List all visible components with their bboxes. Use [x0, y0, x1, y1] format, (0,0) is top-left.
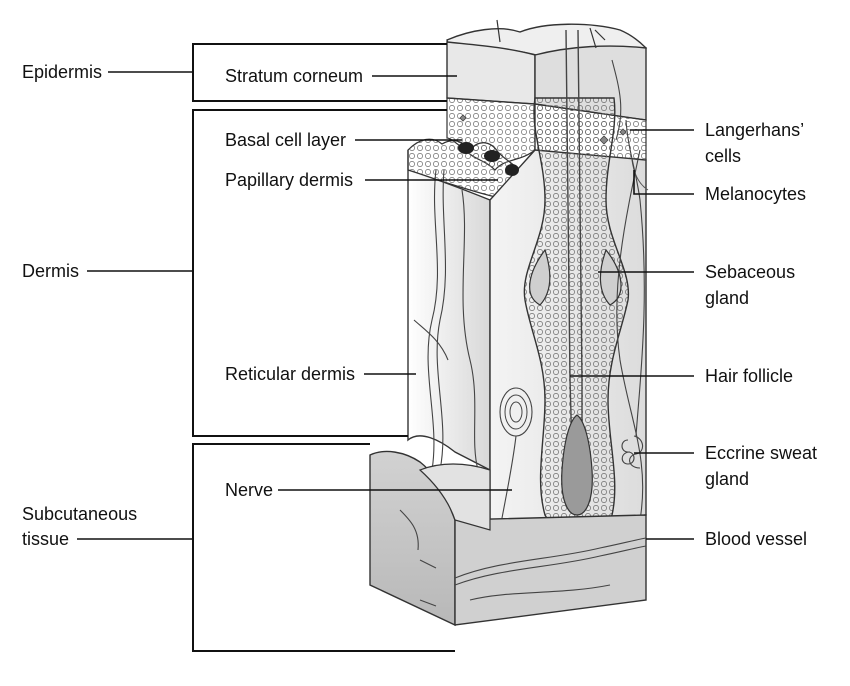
label-subcutaneous-line2: tissue — [22, 529, 69, 549]
dermis-front-face — [407, 150, 491, 472]
label-nerve: Nerve — [225, 480, 273, 500]
text-labels: Epidermis Dermis Subcutaneous tissue Str… — [22, 62, 817, 549]
stratum-corneum-layer — [446, 41, 536, 105]
dermis-bracket — [192, 109, 447, 437]
label-langerhans-line2: cells — [705, 146, 741, 166]
skin-block-illustration — [369, 19, 649, 627]
surface-hairs — [496, 19, 606, 49]
label-dermis: Dermis — [22, 261, 79, 281]
sebaceous-gland-shape — [529, 248, 622, 306]
subcutaneous-side — [454, 514, 647, 626]
label-eccrine-line2: gland — [705, 469, 749, 489]
label-melanocytes: Melanocytes — [705, 184, 806, 204]
label-epidermis: Epidermis — [22, 62, 102, 82]
layer-brackets — [77, 43, 455, 652]
subcutaneous-bracket — [192, 443, 455, 652]
label-leaders — [278, 75, 694, 540]
label-subcutaneous-line1: Subcutaneous — [22, 504, 137, 524]
label-stratum-corneum: Stratum corneum — [225, 66, 363, 86]
label-eccrine-line1: Eccrine sweat — [705, 443, 817, 463]
melanocytes — [458, 142, 649, 191]
hair-bulb — [561, 414, 593, 516]
label-langerhans-line1: Langerhans’ — [705, 120, 804, 140]
subcutaneous-vessels — [399, 509, 647, 607]
langerhans-cells — [459, 114, 627, 145]
label-reticular-dermis: Reticular dermis — [225, 364, 355, 384]
label-basal-cell-layer: Basal cell layer — [225, 130, 346, 150]
label-sebaceous-line1: Sebaceous — [705, 262, 795, 282]
eccrine-gland-coil — [621, 119, 645, 469]
subcutaneous-top — [418, 463, 491, 531]
label-papillary-dermis: Papillary dermis — [225, 170, 353, 190]
melanocytes-leader — [633, 170, 694, 195]
label-blood-vessel: Blood vessel — [705, 529, 807, 549]
label-sebaceous-line2: gland — [705, 288, 749, 308]
dermal-vessels — [413, 59, 644, 521]
label-hair-follicle: Hair follicle — [705, 366, 793, 386]
